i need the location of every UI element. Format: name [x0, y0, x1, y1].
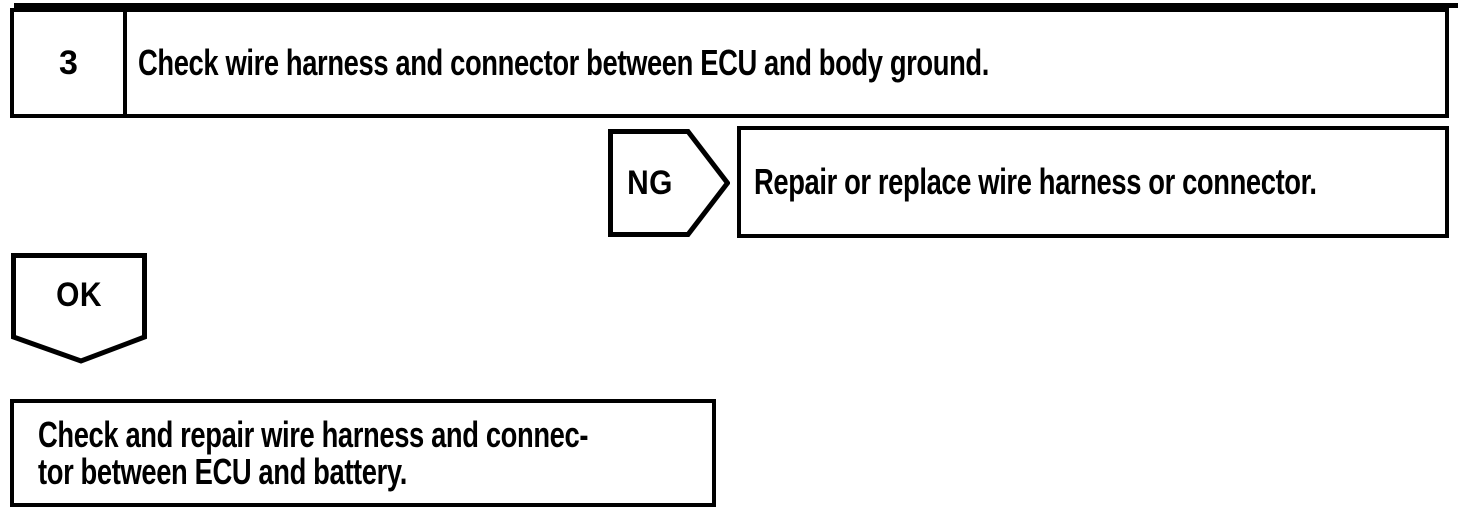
step-instruction: Check wire harness and connector between…	[138, 42, 989, 83]
ng-action-box: Repair or replace wire harness or connec…	[737, 126, 1449, 238]
ok-action-box: Check and repair wire harness and connec…	[10, 399, 716, 507]
ok-action-line2: tor between ECU and battery.	[38, 451, 407, 492]
ng-label-wrap: NG	[608, 129, 692, 237]
step-instruction-cell: Check wire harness and connector between…	[127, 12, 1445, 114]
step-number: 3	[59, 43, 78, 82]
ng-label: NG	[627, 163, 673, 202]
step-box: 3 Check wire harness and connector betwe…	[10, 8, 1449, 118]
ng-action-text: Repair or replace wire harness or connec…	[754, 161, 1317, 202]
top-rule	[14, 3, 1458, 8]
ok-label: OK	[56, 275, 102, 314]
ok-arrow-down-icon: OK	[11, 253, 147, 365]
ng-arrow-right-icon: NG	[608, 129, 731, 237]
step-number-cell: 3	[14, 12, 127, 114]
ok-arrow-shape	[11, 253, 147, 364]
ng-arrow-shape	[608, 129, 731, 237]
ok-action-line1: Check and repair wire harness and connec…	[38, 413, 589, 455]
ok-label-wrap: OK	[11, 253, 147, 337]
